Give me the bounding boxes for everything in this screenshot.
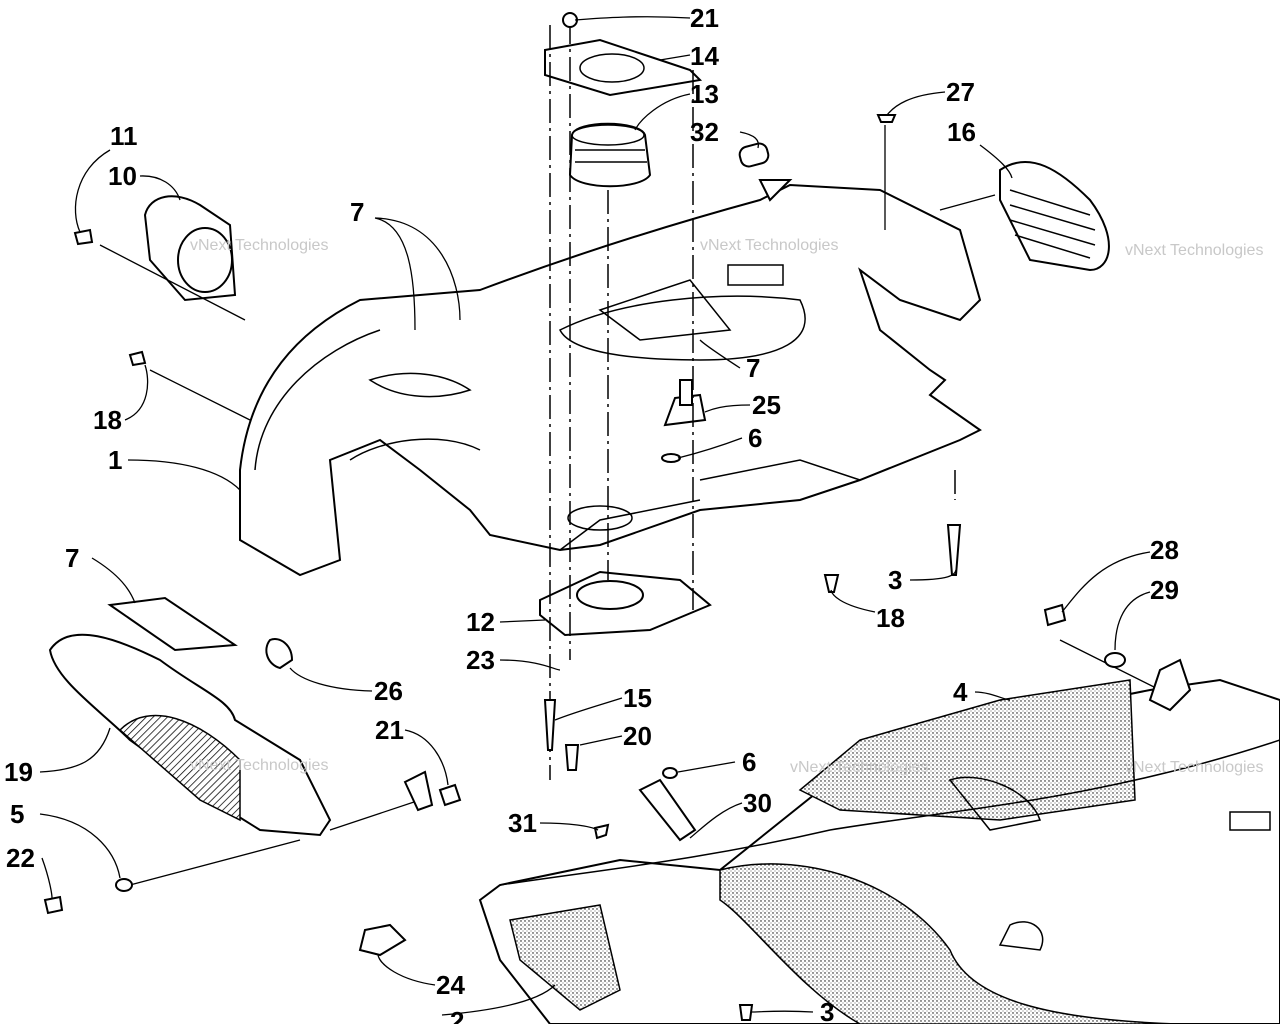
watermark: vNext Technologies xyxy=(1125,242,1263,259)
mount-plates xyxy=(539,38,770,637)
callout-31: 31 xyxy=(508,808,537,838)
callout-21: 21 xyxy=(690,3,719,33)
watermark: vNext Technologies xyxy=(700,237,838,254)
watermark: vNext Technologies xyxy=(790,759,928,776)
assembly-lines xyxy=(99,20,1261,886)
callout-7: 7 xyxy=(65,543,79,573)
callout-3: 3 xyxy=(888,565,902,595)
callout-30: 30 xyxy=(743,788,772,818)
watermark: vNext Technologies xyxy=(190,757,328,774)
callout-7: 7 xyxy=(350,197,364,227)
callout-21: 21 xyxy=(375,715,404,745)
callout-20: 20 xyxy=(623,721,652,751)
callout-6: 6 xyxy=(742,747,756,777)
callout-3: 3 xyxy=(820,997,834,1024)
callout-1: 1 xyxy=(108,445,122,475)
vent-grille-part xyxy=(999,160,1110,272)
callout-6: 6 xyxy=(748,423,762,453)
callout-leaders xyxy=(39,16,1151,1016)
callout-19: 19 xyxy=(4,757,33,787)
callout-5: 5 xyxy=(10,799,24,829)
callout-11: 11 xyxy=(110,121,138,151)
callout-29: 29 xyxy=(1150,575,1179,605)
callout-16: 16 xyxy=(947,117,976,147)
callout-15: 15 xyxy=(623,683,652,713)
callout-4: 4 xyxy=(953,677,968,707)
callout-32: 32 xyxy=(690,117,719,147)
callout-25: 25 xyxy=(752,390,781,420)
callout-13: 13 xyxy=(690,79,719,109)
watermarks: vNext Technologies vNext Technologies vN… xyxy=(190,237,1263,776)
callout-24: 24 xyxy=(436,970,465,1000)
callout-14: 14 xyxy=(690,41,719,71)
fasteners xyxy=(43,12,1126,1021)
callout-27: 27 xyxy=(946,77,975,107)
callout-23: 23 xyxy=(466,645,495,675)
watermark: vNext Technologies xyxy=(190,237,328,254)
callout-12: 12 xyxy=(466,607,495,637)
callout-28: 28 xyxy=(1150,535,1179,565)
callout-labels: 21 14 13 32 27 16 11 10 7 7 25 6 18 1 3 … xyxy=(4,3,1179,1024)
callout-7: 7 xyxy=(746,353,760,383)
callout-18: 18 xyxy=(93,405,122,435)
callout-22: 22 xyxy=(6,843,35,873)
callout-2: 2 xyxy=(450,1006,464,1024)
watermark: vNext Technologies xyxy=(1125,759,1263,776)
lower-body-part xyxy=(358,658,1280,1024)
callout-26: 26 xyxy=(374,676,403,706)
left-lower-parts xyxy=(48,596,434,837)
gauge-part xyxy=(143,195,237,302)
callout-10: 10 xyxy=(108,161,137,191)
console-hood-part xyxy=(239,179,982,577)
callout-18: 18 xyxy=(876,603,905,633)
